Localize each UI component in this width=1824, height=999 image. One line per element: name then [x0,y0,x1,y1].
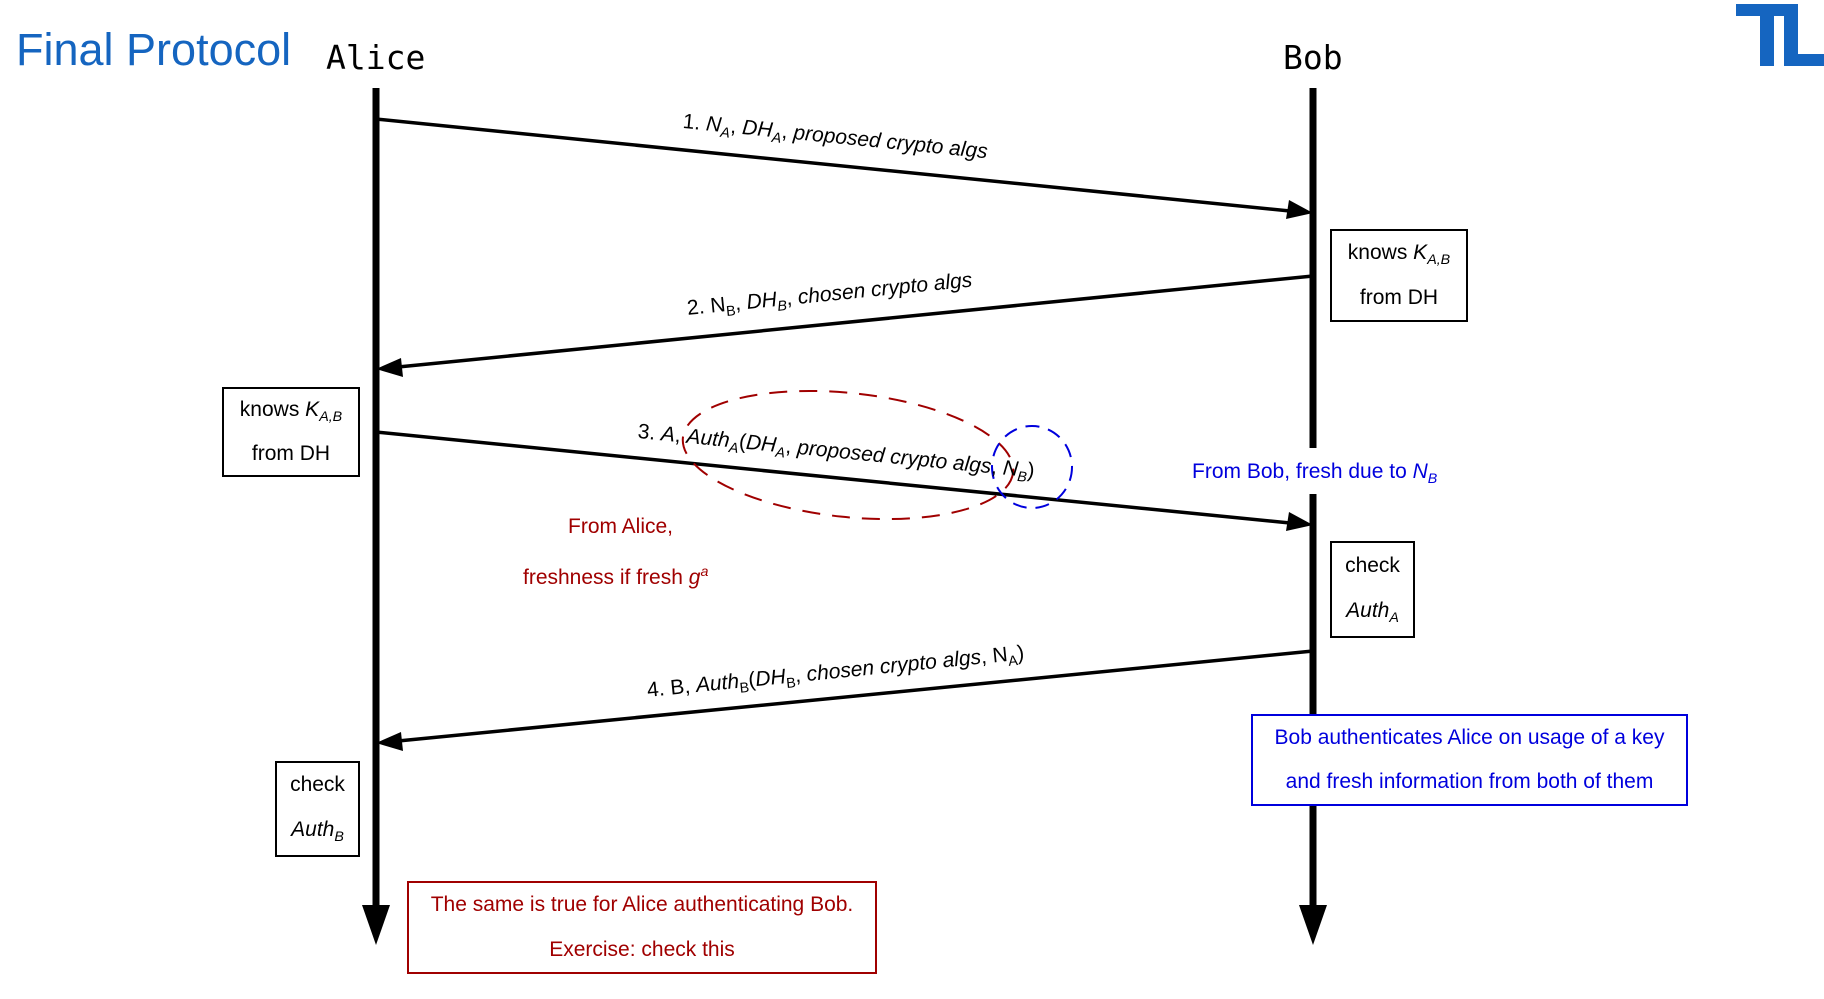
message-3-arrow [375,430,1291,525]
bob-knows-key-box: knows KA,B from DH [1330,229,1468,322]
page-title: Final Protocol [16,24,292,75]
message-2-arrow [397,274,1314,369]
same-true-note-box: The same is true for Alice authenticatin… [407,881,877,974]
from-alice-note: From Alice, [568,515,674,538]
participant-bob: Bob [1283,38,1343,77]
nonce-nb-ellipse [991,425,1073,509]
alice-check-auth-box: check AuthB [275,761,360,857]
message-1-arrow [375,117,1291,213]
message-4-arrow [397,649,1314,743]
freshness-note: freshness if fresh ga [523,564,709,589]
from-bob-note: From Bob, fresh due to NB [1192,458,1438,489]
alice-auth-ellipse [681,389,1015,521]
alice-knows-key-box: knows KA,B from DH [222,387,360,477]
alice-lifeline-arrowhead [362,905,390,945]
bob-check-auth-box: check AuthA [1330,541,1415,638]
participant-alice: Alice [326,38,426,77]
bob-lifeline-arrowhead [1299,905,1327,945]
bob-authenticates-note-box: Bob authenticates Alice on usage of a ke… [1251,714,1688,806]
tum-logo [1736,4,1824,66]
